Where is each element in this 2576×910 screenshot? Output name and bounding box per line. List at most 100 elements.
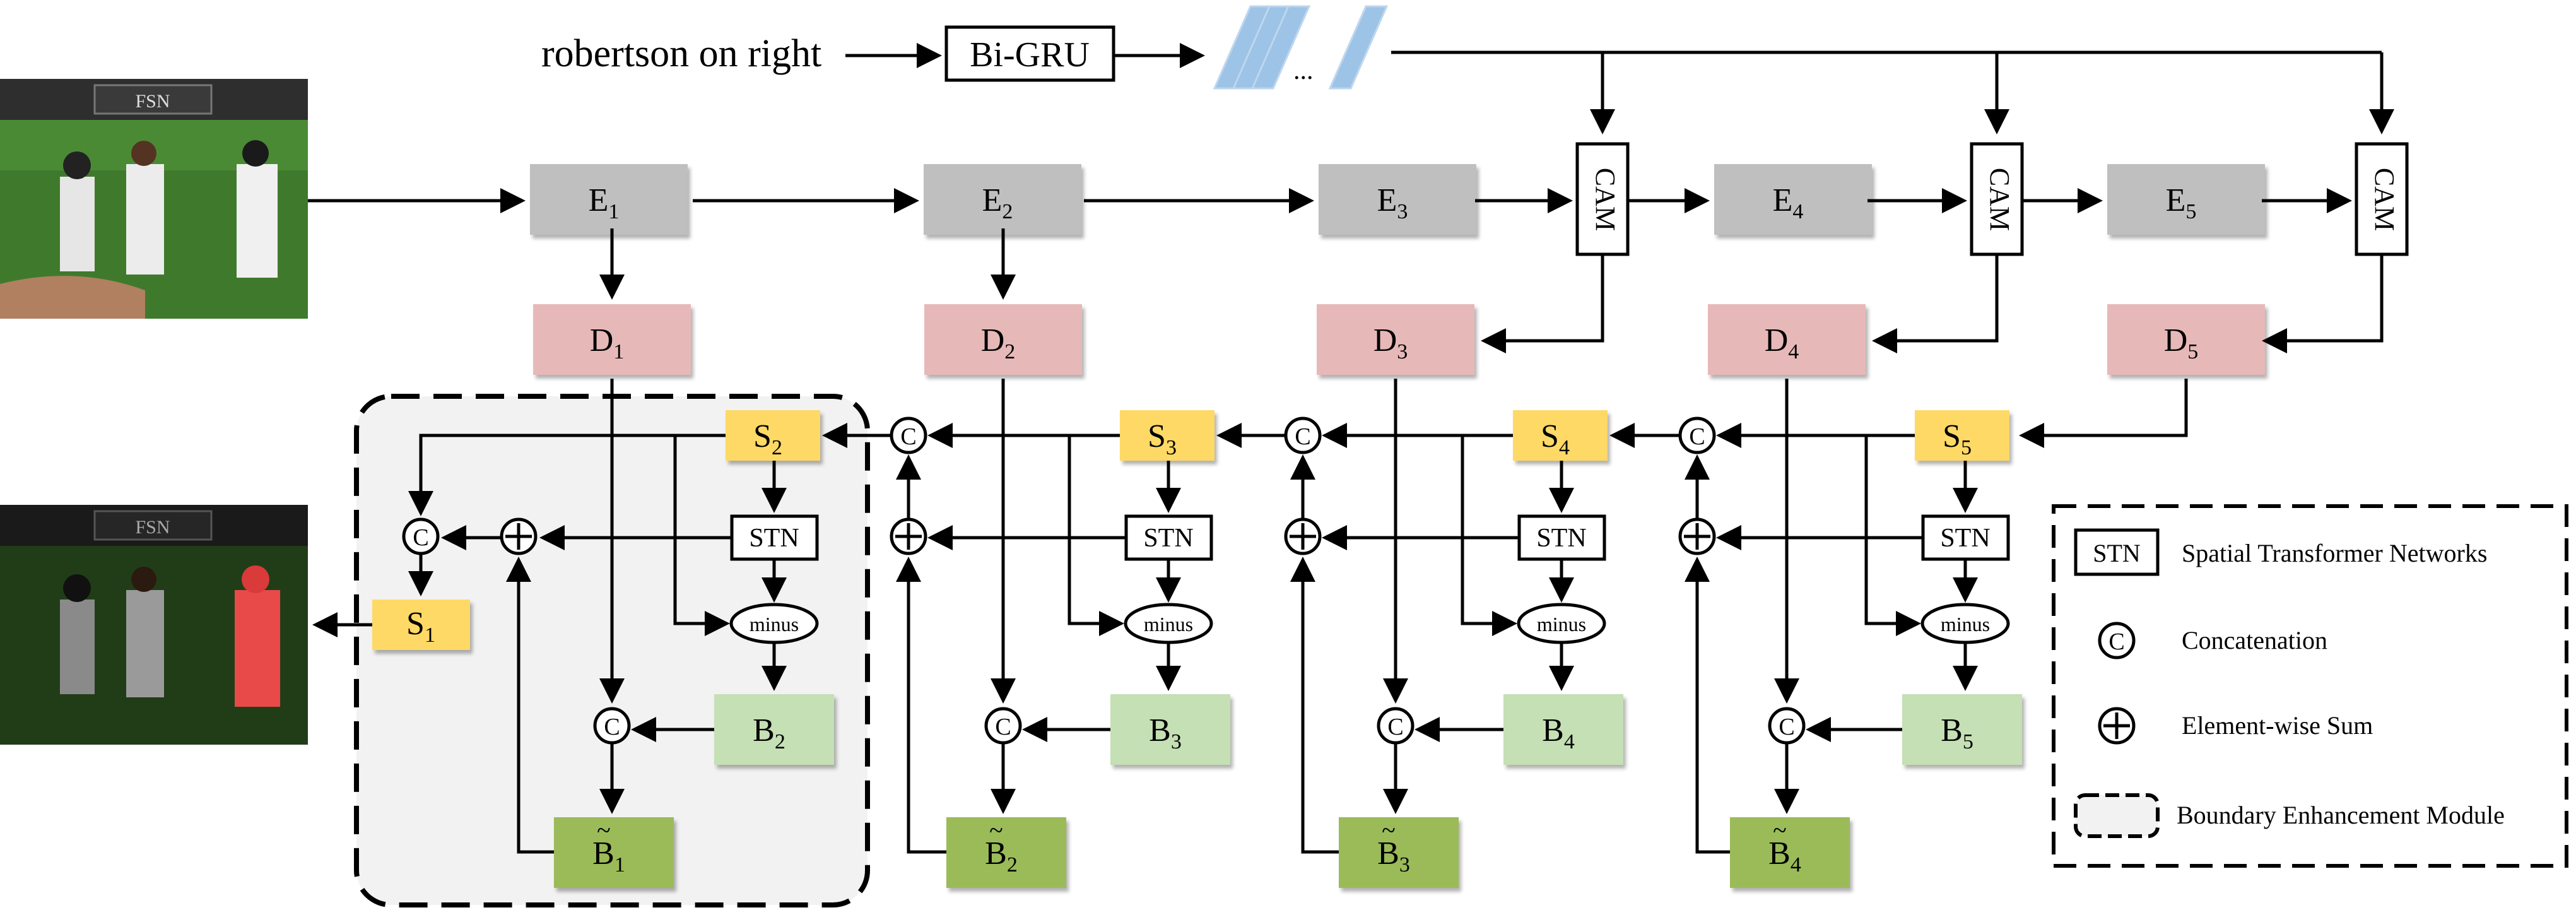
svg-text:minus: minus xyxy=(1537,613,1586,635)
legend-stn-text: Spatial Transformer Networks xyxy=(2182,539,2487,567)
decoder-2: D2 xyxy=(924,304,1082,375)
svg-text:E2: E2 xyxy=(982,182,1013,223)
legend: STN Spatial Transformer Networks C Conca… xyxy=(2052,504,2568,868)
minus-op: minus xyxy=(729,603,819,644)
decoder-1: D1 xyxy=(533,304,691,375)
text-feature-bars xyxy=(1213,5,1389,90)
svg-text:C: C xyxy=(1295,423,1310,450)
decoder-4-label: D xyxy=(1765,322,1789,358)
b-tilde-node-4: B4~ xyxy=(1730,816,1850,888)
b-tilde-node-3: B3~ xyxy=(1339,816,1459,888)
input-image: FSN xyxy=(0,79,308,319)
legend-bem-text: Boundary Enhancement Module xyxy=(2177,801,2505,829)
legend-bem-icon xyxy=(2074,793,2160,838)
svg-text:B1: B1 xyxy=(592,836,625,877)
svg-text:B4: B4 xyxy=(1768,836,1801,877)
encoder-1: E1 xyxy=(530,164,688,235)
svg-text:minus: minus xyxy=(1941,613,1990,635)
concat-top: C xyxy=(1678,417,1716,454)
s-node-2-label: S xyxy=(753,418,772,454)
encoder-4-label: E xyxy=(1773,182,1793,218)
stn-block: STN xyxy=(1124,514,1213,561)
b-node-2: B2 xyxy=(714,694,834,765)
stn-block: STN xyxy=(730,514,819,561)
s-node-4: S4 xyxy=(1513,410,1608,461)
svg-text:FSN: FSN xyxy=(135,517,170,538)
svg-text:FSN: FSN xyxy=(135,91,170,112)
sum-bem xyxy=(500,517,538,555)
svg-text:S5: S5 xyxy=(1943,418,1972,459)
svg-text:B4: B4 xyxy=(1542,712,1575,753)
encoder-3: E3 xyxy=(1319,164,1476,235)
svg-text:C: C xyxy=(1779,714,1794,740)
svg-text:C: C xyxy=(900,423,916,450)
cam-label: CAM xyxy=(1984,168,2015,231)
svg-text:B3: B3 xyxy=(1149,712,1182,753)
b-node-3: B3 xyxy=(1110,694,1230,765)
encoder-1-label: E xyxy=(589,182,609,218)
stn-block: STN xyxy=(1517,514,1606,561)
svg-text:D1: D1 xyxy=(590,322,625,363)
s-node-3: S3 xyxy=(1120,410,1214,461)
legend-concat-icon xyxy=(2098,622,2136,659)
svg-text:minus: minus xyxy=(750,613,799,635)
bi-gru-box xyxy=(944,25,1115,82)
output-image: FSN xyxy=(0,505,308,745)
decoder-4: D4 xyxy=(1708,304,1866,375)
svg-text:D5: D5 xyxy=(2164,322,2199,363)
svg-text:C: C xyxy=(1689,423,1705,450)
svg-text:D2: D2 xyxy=(981,322,1016,363)
svg-text:minus: minus xyxy=(1144,613,1193,635)
legend-stn-box xyxy=(2074,528,2160,576)
svg-text:C: C xyxy=(2108,629,2124,655)
sum-top xyxy=(890,517,927,555)
stn-block: STN xyxy=(1921,514,2010,561)
svg-text:E3: E3 xyxy=(1377,182,1408,223)
concat-bem: C xyxy=(402,517,440,555)
svg-text:S4: S4 xyxy=(1541,418,1570,459)
b-tilde-node-3-label: B xyxy=(1377,836,1399,872)
svg-text:STN: STN xyxy=(1536,524,1586,553)
svg-text:D4: D4 xyxy=(1765,322,1799,363)
svg-text:C: C xyxy=(413,524,428,551)
b-node-4-label: B xyxy=(1542,712,1564,748)
bi-gru-label: Bi-GRU xyxy=(970,35,1090,74)
b-node-2-label: B xyxy=(753,712,775,748)
svg-text:~: ~ xyxy=(1382,816,1396,844)
svg-text:B5: B5 xyxy=(1941,712,1973,753)
query-text: robertson on right xyxy=(541,32,821,75)
concat-lower: C xyxy=(593,707,631,745)
svg-text:S1: S1 xyxy=(406,606,435,647)
cam-block: CAM xyxy=(1575,142,1630,256)
s-node-4-label: S xyxy=(1541,418,1559,454)
ellipsis-text: ... xyxy=(1293,56,1314,85)
concat-lower: C xyxy=(1768,707,1806,745)
svg-text:B2: B2 xyxy=(985,836,1018,877)
svg-text:C: C xyxy=(995,714,1011,740)
sum-top xyxy=(1284,517,1322,555)
decoder-5: D5 xyxy=(2107,304,2265,375)
svg-text:B3: B3 xyxy=(1377,836,1410,877)
svg-text:E5: E5 xyxy=(2166,182,2197,223)
svg-text:STN: STN xyxy=(2093,539,2141,567)
svg-text:C: C xyxy=(604,714,620,740)
b-tilde-node-1: B1~ xyxy=(554,816,674,888)
svg-text:STN: STN xyxy=(1940,524,1990,553)
s-node-5: S5 xyxy=(1915,410,2009,461)
sum-top xyxy=(1678,517,1716,555)
decoder-1-label: D xyxy=(590,322,614,358)
svg-text:STN: STN xyxy=(749,524,799,553)
minus-op: minus xyxy=(1124,603,1213,644)
concat-lower: C xyxy=(984,707,1022,745)
b-tilde-node-2: B2~ xyxy=(946,816,1066,888)
concat-top: C xyxy=(1284,417,1322,454)
s1-node: S1 xyxy=(372,600,470,650)
legend-sum-text: Element-wise Sum xyxy=(2182,711,2373,740)
cam-label: CAM xyxy=(2369,168,2400,231)
b-tilde-node-2-label: B xyxy=(985,836,1007,872)
concat-top: C xyxy=(890,417,927,454)
svg-text:E4: E4 xyxy=(1773,182,1804,223)
svg-text:C: C xyxy=(1387,714,1403,740)
decoder-3-label: D xyxy=(1373,322,1397,358)
b-node-4: B4 xyxy=(1503,694,1623,765)
